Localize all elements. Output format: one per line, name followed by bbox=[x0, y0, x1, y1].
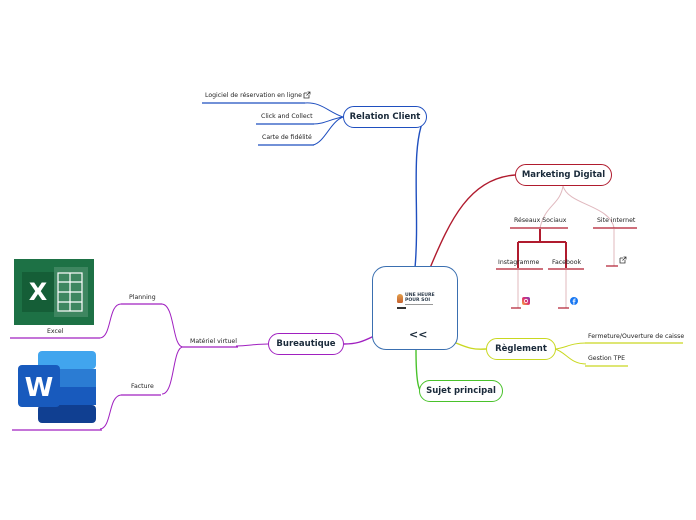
svg-text:W: W bbox=[25, 373, 54, 403]
word-icon[interactable]: W bbox=[14, 351, 98, 423]
connector-reglement bbox=[455, 342, 487, 350]
connector-rc-item-2 bbox=[312, 116, 344, 125]
leaf-logiciel-reservation[interactable]: Logiciel de réservation en ligne bbox=[205, 92, 302, 99]
connector-planning-excel bbox=[99, 303, 122, 339]
collapse-toggle[interactable]: << bbox=[409, 328, 428, 341]
connector-rc-item-3 bbox=[312, 116, 344, 146]
leaf-carte-fidelite[interactable]: Carte de fidélité bbox=[262, 134, 312, 141]
connector-reg-item-1 bbox=[554, 342, 587, 350]
leaf-fermeture-caisse[interactable]: Fermeture/Ouverture de caisse bbox=[588, 333, 685, 340]
logo-icon bbox=[397, 294, 403, 303]
instagram-icon[interactable] bbox=[522, 297, 530, 305]
leaf-reseaux-sociaux[interactable]: Réseaux Sociaux bbox=[514, 217, 567, 224]
node-marketing-digital[interactable]: Marketing Digital bbox=[515, 164, 612, 186]
connector-reseaux-children bbox=[517, 229, 567, 268]
svg-text:X: X bbox=[29, 278, 48, 306]
logo-text: UNE HEURE POUR SOI bbox=[405, 293, 435, 303]
node-relation-client[interactable]: Relation Client bbox=[343, 106, 427, 128]
central-node[interactable]: UNE HEURE POUR SOI << bbox=[372, 266, 458, 350]
connector-mat-planning bbox=[161, 303, 184, 348]
node-bureautique[interactable]: Bureautique bbox=[268, 333, 344, 355]
label-excel: Excel bbox=[47, 328, 64, 335]
facebook-icon[interactable] bbox=[570, 297, 578, 305]
leaf-click-collect[interactable]: Click and Collect bbox=[261, 113, 313, 120]
excel-icon[interactable]: X bbox=[14, 259, 94, 325]
leaf-instagramme[interactable]: Instagramme bbox=[498, 259, 540, 266]
connector-mk-reseaux bbox=[539, 185, 564, 229]
connector-mat-facture bbox=[161, 346, 184, 395]
logo-line-1: UNE HEURE bbox=[405, 293, 435, 298]
external-link-icon[interactable] bbox=[619, 256, 627, 264]
leaf-facebook[interactable]: Facebook bbox=[552, 259, 582, 266]
node-reglement[interactable]: Règlement bbox=[486, 338, 556, 360]
connector-marketing bbox=[429, 174, 516, 269]
connector-rc-item-1 bbox=[304, 102, 344, 118]
connector-bu-materiel bbox=[235, 343, 269, 347]
node-sujet-principal[interactable]: Sujet principal bbox=[419, 380, 503, 402]
connector-relation-client bbox=[414, 117, 425, 269]
connector-facture-word bbox=[99, 394, 122, 430]
connector-reg-item-2 bbox=[554, 348, 587, 365]
connector-mk-site bbox=[562, 185, 615, 229]
logo-bar bbox=[397, 307, 406, 309]
leaf-gestion-tpe[interactable]: Gestion TPE bbox=[588, 355, 626, 362]
external-link-icon[interactable] bbox=[303, 91, 311, 99]
connector-sujet bbox=[415, 349, 421, 391]
logo-tagline bbox=[405, 304, 433, 305]
leaf-planning[interactable]: Planning bbox=[129, 294, 156, 301]
leaf-facture[interactable]: Facture bbox=[131, 383, 154, 390]
logo-line-2: POUR SOI bbox=[405, 298, 431, 303]
connector-bureautique bbox=[343, 335, 375, 345]
leaf-materiel-virtuel[interactable]: Matériel virtuel bbox=[190, 338, 237, 345]
leaf-site-internet[interactable]: Site internet bbox=[597, 217, 636, 224]
